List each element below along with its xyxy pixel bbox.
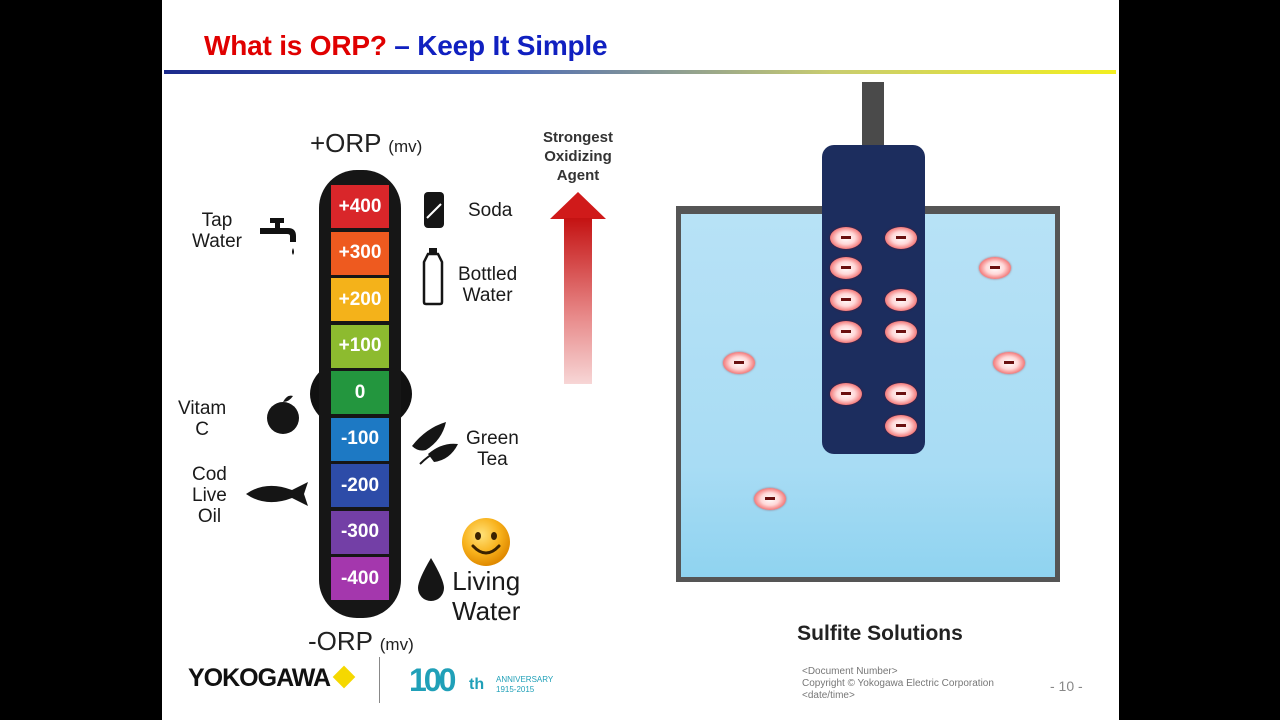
electron-ion <box>885 383 917 405</box>
label-bottled-line1: Bottled <box>458 264 518 285</box>
orp-top-unit: (mv) <box>388 137 423 156</box>
orp-segment: 0 <box>331 371 389 414</box>
label-bottled-line2: Water <box>462 285 513 306</box>
minus-sign-icon <box>734 361 744 364</box>
label-green-tea: Green Tea <box>466 428 519 470</box>
electron-ion <box>754 488 786 510</box>
fish-icon <box>246 482 308 506</box>
orp-segment: +200 <box>331 278 389 321</box>
label-tap-water: Tap Water <box>192 210 242 252</box>
faucet-icon <box>260 218 296 255</box>
label-soda: Soda <box>468 200 512 221</box>
arrow-caption-line3: Agent <box>556 167 600 184</box>
electron-ion <box>885 415 917 437</box>
smiley-face-icon <box>462 518 510 566</box>
doc-copyright: Copyright © Yokogawa Electric Corporatio… <box>802 678 994 689</box>
anniversary-suffix: th <box>469 676 485 693</box>
electron-ion <box>979 257 1011 279</box>
water-bottle-icon <box>422 248 444 306</box>
electron-ion <box>830 257 862 279</box>
minus-sign-icon <box>841 298 851 301</box>
label-green-tea-line1: Green <box>466 428 519 449</box>
water-drop-icon <box>418 558 444 601</box>
anniversary-number: 100 <box>409 662 456 698</box>
label-bottled-water: Bottled Water <box>458 264 517 306</box>
arrow-caption-line2: Oxidizing <box>544 148 612 165</box>
up-arrow-shaft <box>564 218 592 384</box>
label-cod-line1: Cod <box>192 464 227 485</box>
minus-sign-icon <box>841 236 851 239</box>
orp-segment: +100 <box>331 324 389 368</box>
orp-bottom-unit: (mv) <box>379 635 414 654</box>
orp-segment: +300 <box>331 231 389 275</box>
minus-sign-icon <box>896 330 906 333</box>
electron-ion <box>830 321 862 343</box>
orange-fruit-icon <box>267 395 299 434</box>
doc-number: <Document Number> <box>802 666 898 677</box>
tea-leaves-icon <box>412 422 458 465</box>
minus-sign-icon <box>841 392 851 395</box>
orp-segment: +400 <box>331 185 389 228</box>
label-green-tea-line2: Tea <box>477 449 508 470</box>
minus-sign-icon <box>765 497 775 500</box>
orp-segment: -200 <box>331 464 389 507</box>
orp-bottom-text: -ORP <box>308 626 373 656</box>
title-blue-part: – Keep It Simple <box>386 30 608 61</box>
orp-bottom-label: -ORP (mv) <box>308 626 414 657</box>
label-cod-line3: Oil <box>197 506 222 527</box>
electron-ion <box>993 352 1025 374</box>
minus-sign-icon <box>841 330 851 333</box>
label-soda-line1: Soda <box>468 200 513 221</box>
label-cod-line2: Live <box>192 485 227 506</box>
anniversary-text: ANNIVERSARY 1915-2015 <box>496 675 553 695</box>
electron-ion <box>830 289 862 311</box>
doc-datetime: <date/time> <box>802 690 855 701</box>
diagram-caption: Sulfite Solutions <box>797 622 963 645</box>
electron-ion <box>723 352 755 374</box>
orp-top-label: +ORP (mv) <box>310 128 422 159</box>
label-vitam-c-line1: Vitam <box>178 398 227 419</box>
minus-sign-icon <box>896 298 906 301</box>
anniversary-word: ANNIVERSARY <box>496 675 554 684</box>
orp-top-text: +ORP <box>310 128 382 158</box>
slide: What is ORP? – Keep It Simple +ORP (mv) … <box>162 0 1119 720</box>
footer-divider <box>379 657 380 703</box>
up-arrow-head <box>550 192 606 219</box>
electron-ion <box>885 321 917 343</box>
document-info: <Document Number> Copyright © Yokogawa E… <box>802 666 994 702</box>
orp-segment: -100 <box>331 417 389 461</box>
label-living-line2: Water <box>452 596 521 626</box>
label-living-water: Living Water <box>452 566 520 626</box>
arrow-caption-line1: Strongest <box>542 129 613 146</box>
orp-segment: -400 <box>331 557 389 600</box>
label-living-line1: Living <box>452 566 521 596</box>
minus-sign-icon <box>841 266 851 269</box>
slide-title: What is ORP? – Keep It Simple <box>204 30 608 62</box>
logo-diamond-icon <box>332 665 356 689</box>
label-tap-water-line1: Tap <box>201 210 233 231</box>
minus-sign-icon <box>896 236 906 239</box>
electron-ion <box>830 227 862 249</box>
label-vitam-c-line2: C <box>195 419 209 440</box>
soda-can-icon <box>424 192 444 228</box>
yokogawa-logo: YOKOGAWA <box>188 664 331 692</box>
electron-ion <box>830 383 862 405</box>
title-underline <box>164 70 1116 74</box>
probe-cable <box>862 82 884 148</box>
electron-ion <box>885 227 917 249</box>
label-cod-live-oil: Cod Live Oil <box>192 464 227 527</box>
minus-sign-icon <box>1004 361 1014 364</box>
title-red-part: What is ORP? <box>204 30 387 61</box>
minus-sign-icon <box>896 424 906 427</box>
page-number: - 10 - <box>1050 678 1083 694</box>
orp-segment: -300 <box>331 510 389 554</box>
minus-sign-icon <box>896 392 906 395</box>
label-tap-water-line2: Water <box>192 231 242 252</box>
label-vitam-c: Vitam C <box>178 398 226 440</box>
electron-ion <box>885 289 917 311</box>
arrow-caption: Strongest Oxidizing Agent <box>528 128 628 185</box>
anniversary-years: 1915-2015 <box>496 685 535 694</box>
minus-sign-icon <box>990 266 1000 269</box>
